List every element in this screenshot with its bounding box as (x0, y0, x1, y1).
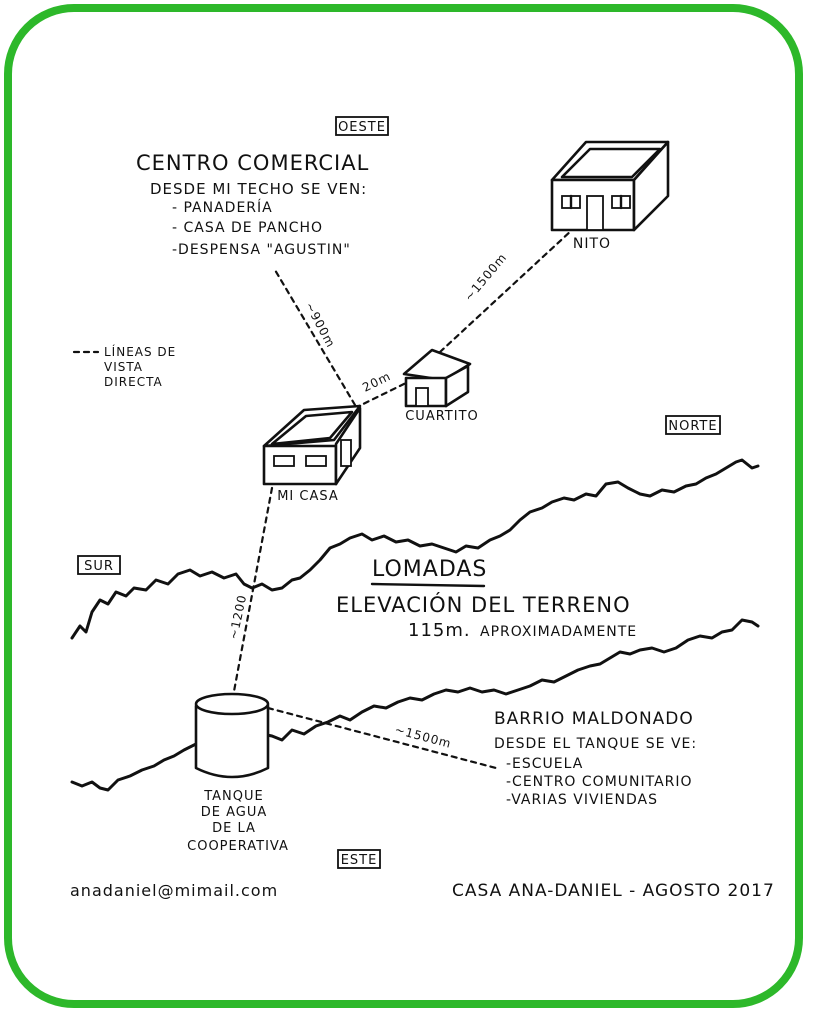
places-tanque-0-text: TANQUE (203, 789, 264, 804)
sightline-tanque-barrio (266, 706, 498, 770)
compass-south: SUR (77, 555, 121, 575)
terrain-note: LOMADAS ELEVACIÓN DEL TERRENO 115m. APRO… (336, 557, 637, 641)
green-rounded-frame (4, 4, 803, 1008)
legend-line1-text: LÍNEAS DE (104, 344, 176, 359)
barrio-item: -CENTRO COMUNITARIO (506, 774, 693, 790)
cuartito-label: CUARTITO (405, 409, 479, 424)
directions-south-text: SUR (84, 559, 114, 574)
centro-comercial-item: - PANADERÍA (172, 199, 273, 216)
directions-east-text: ESTE (341, 853, 378, 868)
compass-east: ESTE (337, 849, 381, 869)
sightline-micasa-tanque (230, 486, 274, 704)
terrain-number: 115m. (408, 620, 471, 641)
legend: LÍNEAS DE VISTA DIRECTA (104, 344, 176, 389)
legend-line3-text: DIRECTA (104, 375, 163, 389)
centro-comercial-item: - CASA DE PANCHO (172, 220, 323, 236)
terrain-heading-underline (370, 582, 486, 588)
distance-label: 20m (360, 369, 393, 395)
places-tanque-3-text: COOPERATIVA (187, 839, 289, 854)
directions-north-text: NORTE (668, 419, 717, 434)
cuartito-house-icon (402, 348, 472, 408)
tanque-label: TANQUE DE AGUA DE LA COOPERATIVA (187, 789, 289, 854)
upper-ridge-line (70, 458, 760, 640)
centro-comercial-note: CENTRO COMERCIAL DESDE MI TECHO SE VEN: … (136, 151, 369, 258)
distance-label: ~1500m (393, 722, 453, 751)
barrio-item: -ESCUELA (506, 756, 583, 772)
terrain-line2: APROXIMADAMENTE (480, 624, 637, 640)
nito-house-icon (550, 140, 670, 232)
directions-west-text: OESTE (338, 120, 386, 135)
footer-signature: CASA ANA-DANIEL - AGOSTO 2017 (452, 881, 775, 901)
sightline-micasa-comercial (273, 268, 357, 407)
water-tank-icon (194, 692, 270, 779)
legend-line2-text: VISTA (104, 360, 143, 374)
sightline-cuartito-nito (438, 228, 574, 354)
barrio-subtitle: DESDE EL TANQUE SE VE: (494, 736, 697, 752)
barrio-title: BARRIO MALDONADO (494, 709, 694, 729)
places-tanque-1-text: DE AGUA (201, 805, 268, 820)
mi-casa-house-icon (262, 404, 362, 486)
distance-label: ~1500m (462, 250, 510, 304)
compass-west: OESTE (335, 116, 389, 136)
places-tanque-2-text: DE LA (212, 821, 256, 836)
footer-email: anadaniel@mimail.com (70, 881, 278, 900)
sightline-micasa-cuartito (353, 380, 410, 410)
barrio-item: -VARIAS VIVIENDAS (506, 792, 658, 808)
compass-north: NORTE (665, 415, 721, 435)
barrio-note: BARRIO MALDONADO DESDE EL TANQUE SE VE: … (494, 709, 697, 808)
centro-comercial-title: CENTRO COMERCIAL (136, 151, 369, 175)
centro-comercial-subtitle: DESDE MI TECHO SE VEN: (150, 180, 367, 198)
nito-label: NITO (573, 236, 611, 252)
centro-comercial-item: -DESPENSA "AGUSTIN" (172, 242, 351, 258)
mi-casa-label: MI CASA (277, 489, 339, 504)
lower-ridge-line (70, 618, 760, 792)
distance-label: ~1200 (226, 593, 249, 641)
terrain-heading: LOMADAS (372, 557, 487, 582)
terrain-line1: ELEVACIÓN DEL TERRENO (336, 592, 631, 617)
